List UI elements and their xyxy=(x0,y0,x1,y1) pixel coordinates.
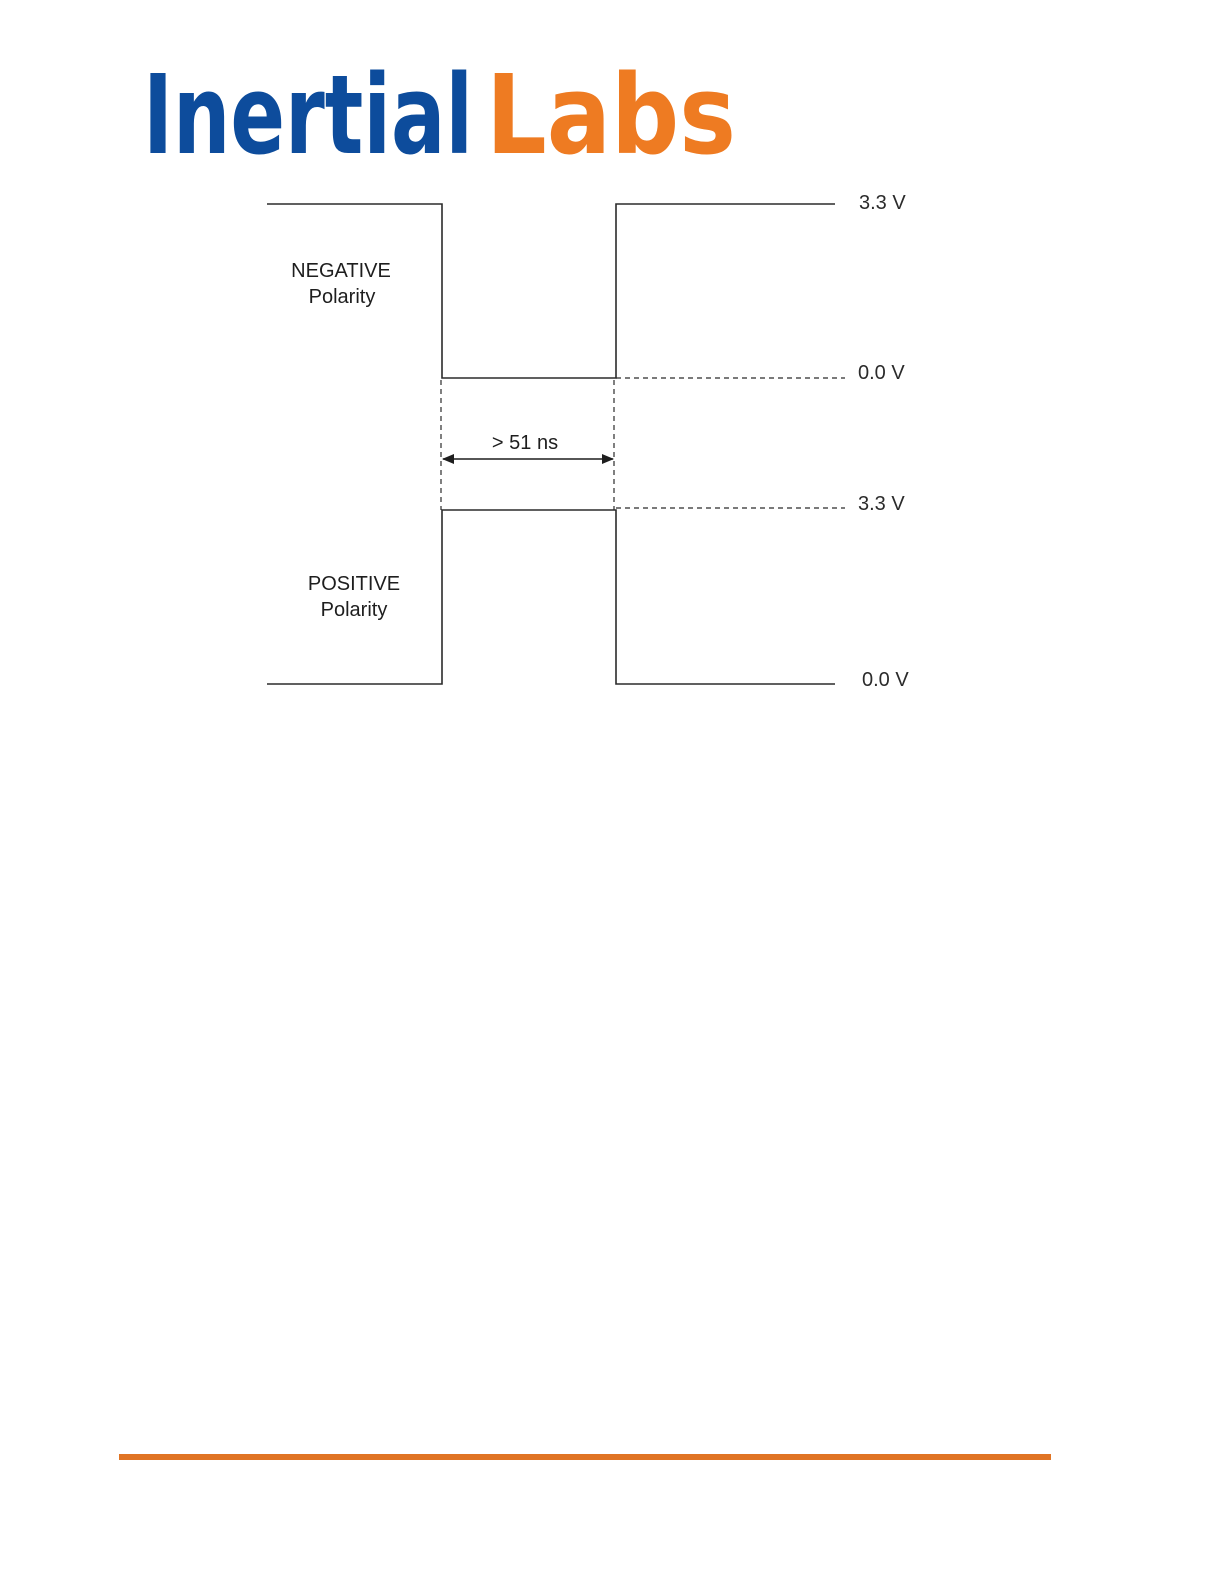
positive-polarity-waveform xyxy=(267,510,835,684)
footer-divider xyxy=(119,1454,1051,1460)
negative-high-voltage-label: 3.3 V xyxy=(859,192,906,214)
positive-polarity-subtitle: Polarity xyxy=(321,599,388,621)
pulse-width-label: > 51 ns xyxy=(492,432,558,454)
positive-high-voltage-label: 3.3 V xyxy=(858,493,905,515)
negative-low-voltage-label: 0.0 V xyxy=(858,362,905,384)
negative-polarity-title: NEGATIVE xyxy=(291,260,391,282)
positive-polarity-title: POSITIVE xyxy=(308,573,400,595)
negative-polarity-subtitle: Polarity xyxy=(309,286,376,308)
positive-low-voltage-label: 0.0 V xyxy=(862,669,909,691)
